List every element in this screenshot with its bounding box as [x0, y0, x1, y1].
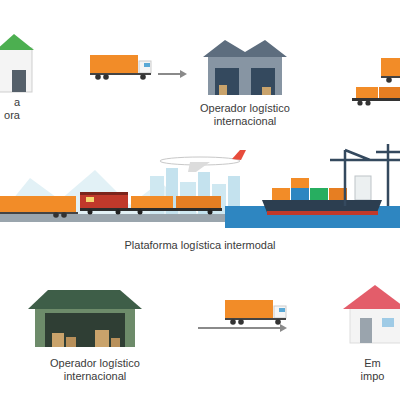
- building-roof: [343, 285, 400, 309]
- warehouse-roof: [28, 290, 142, 309]
- truck-trailer: [225, 300, 273, 318]
- stop-caption: a ora: [0, 96, 20, 122]
- warehouse-wall: [208, 54, 282, 95]
- building-door: [360, 318, 372, 343]
- logistics-stop: Em impo: [345, 282, 400, 383]
- port-cranes: [330, 144, 400, 206]
- ground: [0, 214, 240, 222]
- container: [291, 188, 309, 200]
- locomotive-roof: [80, 192, 128, 195]
- building-roof: [0, 34, 34, 50]
- ship-stripe: [267, 211, 378, 215]
- truck-wheel: [230, 319, 236, 325]
- train-wheel: [88, 210, 93, 215]
- container: [310, 188, 328, 200]
- truck-trailer: [90, 55, 138, 73]
- container: [131, 196, 173, 208]
- warehouse-wall: [35, 305, 135, 347]
- cargo-ship: [262, 176, 382, 215]
- arrow-shaft: [158, 73, 180, 75]
- truck-wheel: [357, 100, 362, 105]
- stop-caption: Em impo: [356, 357, 390, 383]
- truck-trailer: [381, 58, 400, 76]
- train: [80, 192, 222, 215]
- warehouse: [203, 40, 287, 95]
- stop-caption: Operador logístico internacional: [40, 357, 150, 383]
- logistics-stop: Plataforma logística intermodal: [0, 140, 400, 252]
- flow-arrow: [198, 324, 287, 332]
- cargo-box: [111, 338, 120, 347]
- logistics-stop: Operador logístico internacional: [190, 38, 300, 128]
- truck-wheel: [95, 74, 101, 80]
- ship-bridge: [355, 176, 371, 200]
- logistics-stop: Operador logístico internacional: [30, 285, 160, 383]
- arrow-shaft: [198, 327, 280, 329]
- truck-wheel: [386, 77, 392, 83]
- cargo-box: [262, 87, 271, 95]
- truck-trailer: [0, 196, 76, 212]
- warehouse-door: [251, 68, 275, 95]
- arrow-head: [280, 324, 287, 332]
- cargo-box: [95, 330, 109, 347]
- building-wall: [0, 48, 32, 92]
- truck-wheel: [53, 212, 59, 218]
- truck-wheel: [238, 319, 244, 325]
- airplane: [160, 150, 246, 172]
- building-door: [12, 70, 26, 92]
- cargo-box: [219, 85, 227, 95]
- warehouse-interior: [45, 313, 125, 347]
- train-frame: [80, 208, 222, 211]
- plane-wing: [188, 162, 210, 172]
- building-window: [382, 318, 394, 327]
- cargo-box: [66, 337, 76, 347]
- truck-window: [144, 63, 150, 67]
- truck-trailer-side: [0, 196, 78, 218]
- container: [176, 196, 221, 208]
- ship-hull: [262, 200, 382, 215]
- flatbed-truck: [352, 87, 400, 106]
- train-wheel: [208, 210, 213, 215]
- train-wheel: [116, 210, 121, 215]
- arrow-head: [180, 70, 187, 78]
- truck-wheel: [365, 100, 370, 105]
- locomotive: [80, 192, 128, 210]
- truck-wheel: [103, 74, 109, 80]
- stop-caption: Plataforma logística intermodal: [50, 239, 350, 252]
- container: [272, 188, 290, 200]
- truck-cab: [274, 306, 286, 318]
- container: [379, 87, 400, 98]
- container: [291, 178, 309, 188]
- plane-tail: [232, 150, 246, 160]
- train-wheel: [138, 210, 143, 215]
- warehouse: [28, 290, 142, 347]
- logistics-stop: a ora: [0, 28, 38, 122]
- truck-window: [279, 308, 285, 312]
- locomotive-window: [86, 197, 94, 202]
- stop-caption: Operador logístico internacional: [190, 102, 300, 128]
- city-building: [228, 176, 240, 206]
- truck: [225, 300, 286, 325]
- building-wall: [350, 305, 400, 343]
- cargo-box: [52, 333, 64, 347]
- truck-wheel: [275, 319, 281, 325]
- importer-building: [343, 285, 400, 343]
- skyline: [0, 168, 240, 215]
- truck: [90, 55, 151, 80]
- crane: [330, 144, 400, 206]
- truck-cab: [139, 61, 151, 73]
- container: [356, 87, 378, 98]
- warehouse-door: [215, 68, 239, 95]
- flow-arrow: [158, 70, 187, 78]
- warehouse-roof: [203, 40, 287, 57]
- truck-wheel: [140, 74, 146, 80]
- truck-wheel: [61, 212, 67, 218]
- truck: [381, 58, 400, 83]
- exporter-building: [0, 34, 34, 92]
